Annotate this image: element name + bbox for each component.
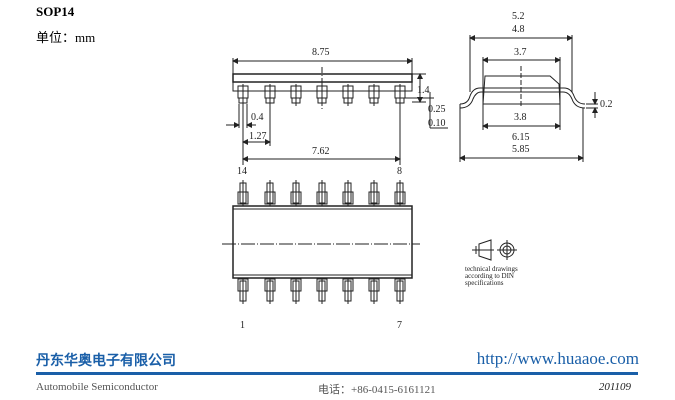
dim-body-width: 3.8 — [514, 112, 527, 123]
website-link[interactable]: http://www.huaaoe.com — [476, 349, 639, 368]
lead — [342, 278, 354, 304]
din-note-2: according to DIN — [465, 272, 514, 280]
dim-width-min: 4.8 — [512, 24, 525, 35]
dim-height: 1.4 — [417, 85, 430, 96]
front-view: 8.75 1.4 0.25 0.10 0.4 1.27 7.62 — [226, 47, 448, 165]
dim-span: 7.62 — [312, 146, 330, 157]
dim-standoff-min: 0.10 — [428, 118, 446, 129]
din-note-1: technical drawings — [465, 265, 518, 273]
lead — [368, 180, 380, 206]
lead — [290, 180, 302, 206]
phone-number: 电话：+86-0415-6161121 — [318, 384, 436, 396]
pin-8-label: 8 — [397, 166, 402, 177]
dim-pitch: 1.27 — [249, 131, 267, 142]
dim-width-max: 5.2 — [512, 11, 525, 22]
lead — [394, 84, 406, 106]
dim-lead-width: 0.4 — [251, 112, 264, 123]
package-title: SOP14 — [36, 4, 75, 19]
top-view: 14 8 1 7 — [222, 166, 420, 331]
lead — [342, 180, 354, 206]
lead — [368, 84, 380, 106]
lead — [368, 278, 380, 304]
front-leads — [237, 84, 406, 106]
lead — [316, 180, 328, 206]
lead — [394, 278, 406, 304]
footer-divider — [36, 372, 638, 375]
dim-lead-thickness: 0.2 — [600, 99, 613, 110]
lead — [342, 84, 354, 106]
company-name: 丹东华奥电子有限公司 — [36, 353, 176, 369]
pin-1-label: 1 — [240, 320, 245, 331]
unit-label: 单位：mm — [36, 30, 96, 45]
lead — [264, 84, 276, 106]
side-view: 5.2 4.8 3.7 3.8 6.15 5.85 0.2 — [459, 11, 613, 162]
lead — [290, 278, 302, 304]
revision-date: 201109 — [598, 381, 631, 393]
lead — [237, 278, 249, 304]
projection-symbol-icon — [472, 239, 517, 261]
lead — [237, 180, 249, 206]
dim-overall-min: 5.85 — [512, 144, 530, 155]
lead — [316, 278, 328, 304]
lead — [264, 278, 276, 304]
lead — [237, 84, 249, 106]
dim-standoff-max: 0.25 — [428, 104, 446, 115]
dim-length: 8.75 — [312, 47, 330, 58]
lead — [316, 84, 328, 106]
lead — [264, 180, 276, 206]
dim-top-width: 3.7 — [514, 47, 527, 58]
tagline: Automobile Semiconductor — [36, 381, 158, 393]
pin-7-label: 7 — [397, 320, 402, 331]
top-leads — [237, 180, 406, 304]
dim-overall-max: 6.15 — [512, 132, 530, 143]
lead — [394, 180, 406, 206]
pin-14-label: 14 — [237, 166, 247, 177]
lead — [290, 84, 302, 106]
din-note-3: specifications — [465, 279, 504, 287]
